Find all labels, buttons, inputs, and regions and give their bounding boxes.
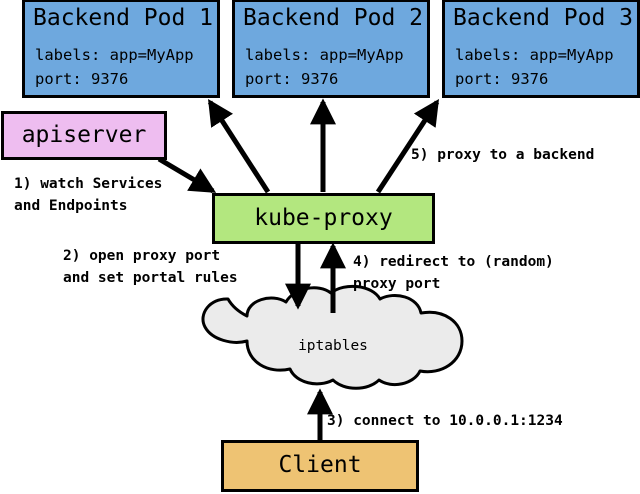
apiserver-box[interactable] — [1, 111, 167, 160]
arrow-kubeproxy-to-pod-3 — [375, 98, 440, 194]
step-4-line-1: 4) redirect to (random) — [353, 254, 554, 270]
backend-pod-3-box[interactable] — [442, 0, 640, 98]
step-1-line-2: and Endpoints — [14, 198, 128, 214]
step-5-line-1: 5) proxy to a backend — [411, 147, 595, 163]
step-1-line-1: 1) watch Services — [14, 176, 163, 192]
step-3-line-1: 3) connect to 10.0.0.1:1234 — [327, 413, 563, 429]
backend-pod-1-box[interactable] — [22, 0, 220, 98]
step-2-line-1: 2) open proxy port — [63, 248, 221, 264]
iptables-cloud-shape[interactable] — [201, 284, 464, 390]
step-2-line-2: and set portal rules — [63, 270, 238, 286]
backend-pod-2-box[interactable] — [232, 0, 430, 98]
client-box[interactable] — [221, 440, 419, 492]
step-4-line-2: proxy port — [353, 276, 441, 292]
arrow-apiserver-to-kubeproxy — [157, 156, 217, 194]
arrow-kubeproxy-to-pod-1 — [207, 98, 271, 194]
